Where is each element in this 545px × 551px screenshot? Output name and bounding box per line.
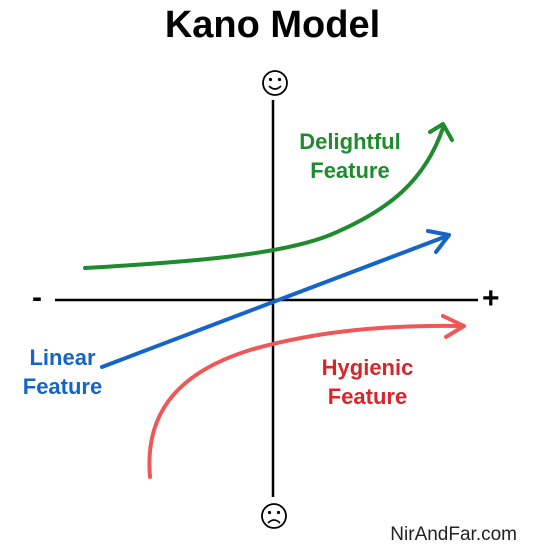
hygienic-arrowhead — [441, 314, 466, 339]
linear-feature-curve — [100, 234, 449, 369]
diagram-title: Kano Model — [164, 4, 381, 46]
delightful-feature-label: Delightful Feature — [285, 127, 415, 185]
credit-text: NirAndFar.com — [390, 524, 517, 545]
linear-arrowhead — [426, 229, 451, 254]
linear-line1: Linear — [29, 345, 96, 370]
delightful-feature-curve — [83, 126, 445, 270]
linear-line2: Feature — [22, 374, 103, 399]
delightful-line2: Feature — [310, 158, 390, 183]
delightful-line1: Delightful — [299, 129, 401, 154]
smiley-face-icon — [262, 70, 288, 96]
plus-label: + — [482, 282, 500, 315]
hygienic-line2: Feature — [327, 384, 408, 409]
frowning-face-icon — [261, 503, 287, 529]
hygienic-line1: Hygienic — [321, 355, 414, 380]
delightful-arrowhead — [428, 122, 454, 142]
minus-label: - — [32, 281, 42, 314]
linear-feature-label: Linear Feature — [10, 343, 115, 401]
hygienic-feature-curve — [147, 323, 464, 479]
hygienic-feature-label: Hygienic Feature — [305, 353, 430, 411]
